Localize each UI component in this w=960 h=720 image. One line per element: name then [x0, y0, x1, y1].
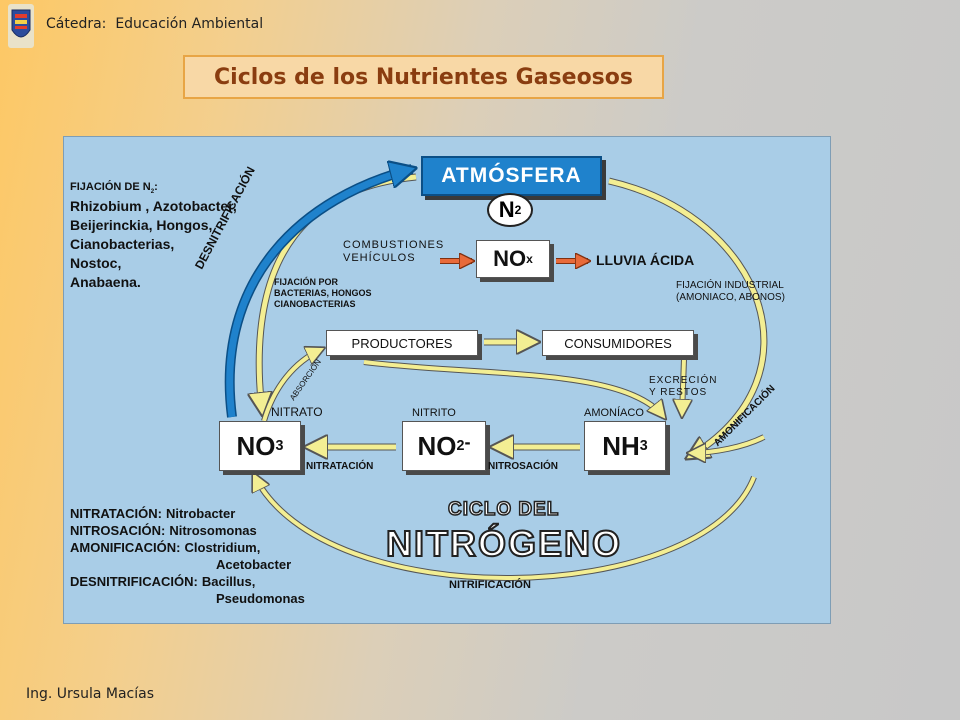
fixation-by-item: BACTERIAS, HONGOS [274, 288, 372, 298]
fijacion-n2-sub: 2 [150, 189, 155, 196]
author-footer: Ing. Ursula Macías [26, 686, 154, 702]
no2-sup: - [464, 431, 471, 452]
legend-row: NITRATACIÓN:Nitrobacter [70, 505, 305, 522]
cycle-title-small: CICLO DEL [447, 498, 560, 521]
label-nitrosacion: NITROSACIÓN [488, 461, 558, 472]
legend-term: NITROSACIÓN: [70, 523, 166, 538]
catedra-label: Cátedra: [46, 16, 107, 32]
legend-term: AMONIFICACIÓN: [70, 540, 181, 555]
legend-row: Pseudomonas [70, 590, 305, 607]
atmosphere-box: ATMÓSFERA [421, 156, 602, 196]
fixer-item: Rhizobium , Azotobacter, [70, 198, 237, 214]
fixer-item: Cianobacterias, [70, 236, 175, 252]
legend-value: Acetobacter [216, 557, 292, 572]
nox-base: NO [493, 246, 527, 271]
legend-row: NITROSACIÓN:Nitrosomonas [70, 522, 305, 539]
university-logo [8, 4, 34, 48]
label-nitrato: NITRATO [271, 405, 323, 419]
fixer-item: Anabaena. [70, 274, 141, 290]
label-nitratacion: NITRATACIÓN [306, 461, 374, 472]
legend-value: Nitrobacter [165, 506, 236, 521]
n2-sub: 2 [514, 203, 522, 217]
legend-value: Pseudomonas [216, 591, 305, 606]
industrial-fixation-item: FIJACIÓN INDUSTRIAL [676, 280, 784, 291]
fijacion-n2-title: FIJACIÓN DE N2: [70, 181, 158, 195]
label-combustiones: COMBUSTIONES [343, 239, 445, 251]
cycle-arrows [224, 137, 768, 581]
producers-box: PRODUCTORES [326, 330, 478, 356]
legend-value: Clostridium, [184, 540, 261, 555]
legend-row: Acetobacter [70, 556, 305, 573]
industrial-fixation-list: FIJACIÓN INDUSTRIAL(AMONIACO, ABONOS) [676, 280, 785, 304]
legend-row: AMONIFICACIÓN:Clostridium, [70, 539, 305, 556]
nox-sub: x [526, 252, 533, 266]
legend-value: Nitrosomonas [169, 523, 257, 538]
industrial-fixation-item: (AMONIACO, ABONOS) [676, 292, 785, 303]
label-nitrificacion: NITRIFICACIÓN [449, 579, 531, 591]
no3-base: NO [236, 430, 276, 461]
fijacion-n2-colon: : [154, 181, 158, 193]
cycle-title-big: NITRÓGENO [385, 522, 623, 565]
catedra-value: Educación Ambiental [115, 16, 264, 32]
legend-term: NITRATACIÓN: [70, 506, 162, 521]
legend-term: DESNITRIFICACIÓN: [70, 574, 198, 589]
no2-sub: 2 [456, 438, 465, 454]
no3-sub: 3 [275, 438, 284, 454]
fixer-item: Beijerinckia, Hongos, [70, 217, 213, 233]
catedra-line: Cátedra: Educación Ambiental [46, 16, 263, 32]
page-title: Ciclos de los Nutrientes Gaseosos [183, 55, 664, 99]
nh3-base: NH [602, 430, 640, 461]
legend-value: Bacillus, [201, 574, 256, 589]
no2-base: NO [417, 430, 457, 461]
consumers-box: CONSUMIDORES [542, 330, 694, 356]
label-nitrito: NITRITO [412, 407, 456, 419]
fixation-by-item: FIJACIÓN POR [274, 277, 339, 287]
label-amoniaco: AMONÍACO [584, 407, 644, 419]
fixation-by-item: CIANOBACTERIAS [274, 299, 356, 309]
excretion-item: EXCRECIÓN [649, 375, 718, 386]
excretion-item: Y RESTOS [649, 387, 708, 398]
fijacion-n2-title-text: FIJACIÓN DE N [70, 181, 151, 193]
nh3-sub: 3 [639, 438, 648, 454]
legend-row: DESNITRIFICACIÓN:Bacillus, [70, 573, 305, 590]
label-lluvia-acida: LLUVIA ÁCIDA [596, 252, 695, 268]
n2-base: N [498, 197, 515, 222]
label-vehiculos: VEHÍCULOS [343, 252, 416, 264]
fixer-item: Nostoc, [70, 255, 122, 271]
fixers-list: Rhizobium , Azotobacter, Beijerinckia, Ho… [70, 197, 237, 292]
